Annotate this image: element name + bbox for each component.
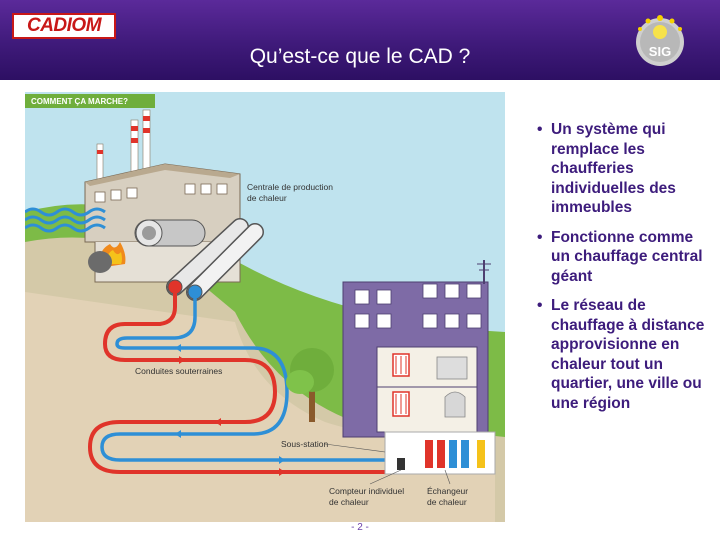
label-central-line1: Centrale de production <box>247 182 333 192</box>
turbines <box>134 219 206 247</box>
tree <box>286 348 334 422</box>
label-echangeur-line1: Échangeur <box>427 486 468 496</box>
header-bar: CADIOM Qu’est-ce que le CAD ? SIG <box>0 0 720 80</box>
chimneys <box>96 109 151 185</box>
bullet-item: Un système qui remplace les chaufferies … <box>537 120 713 218</box>
bullet-item: Fonctionne comme un chauffage central gé… <box>537 228 713 287</box>
banner-box <box>25 94 155 108</box>
water-waves <box>25 207 106 233</box>
apartment-building <box>342 260 491 438</box>
furnace <box>88 242 126 273</box>
bullet-list: Un système qui remplace les chaufferies … <box>537 120 713 423</box>
sig-logo: SIG <box>636 15 684 66</box>
substation <box>384 431 496 475</box>
page-title: Qu’est-ce que le CAD ? <box>249 45 471 68</box>
page-number: - 2 - <box>351 522 369 533</box>
bullet-item: Le réseau de chauffage à distance approv… <box>537 296 713 413</box>
flow-arrows <box>175 344 285 464</box>
cadiom-logo-text: CADIOM <box>26 15 102 36</box>
cad-diagram: COMMENT ÇA MARCHE? <box>25 92 505 522</box>
label-sous-station: Sous-station <box>281 439 329 449</box>
label-compteur-line2: de chaleur <box>329 497 369 507</box>
label-compteur-line1: Compteur individuel <box>329 486 404 496</box>
label-conduites: Conduites souterraines <box>135 366 222 376</box>
banner-label: COMMENT ÇA MARCHE? <box>31 97 128 106</box>
sig-logo-text: SIG <box>649 44 671 59</box>
label-echangeur-line2: de chaleur <box>427 497 467 507</box>
cadiom-logo: CADIOM <box>12 13 116 39</box>
label-central-line2: de chaleur <box>247 193 287 203</box>
plant-pipes <box>166 218 264 301</box>
